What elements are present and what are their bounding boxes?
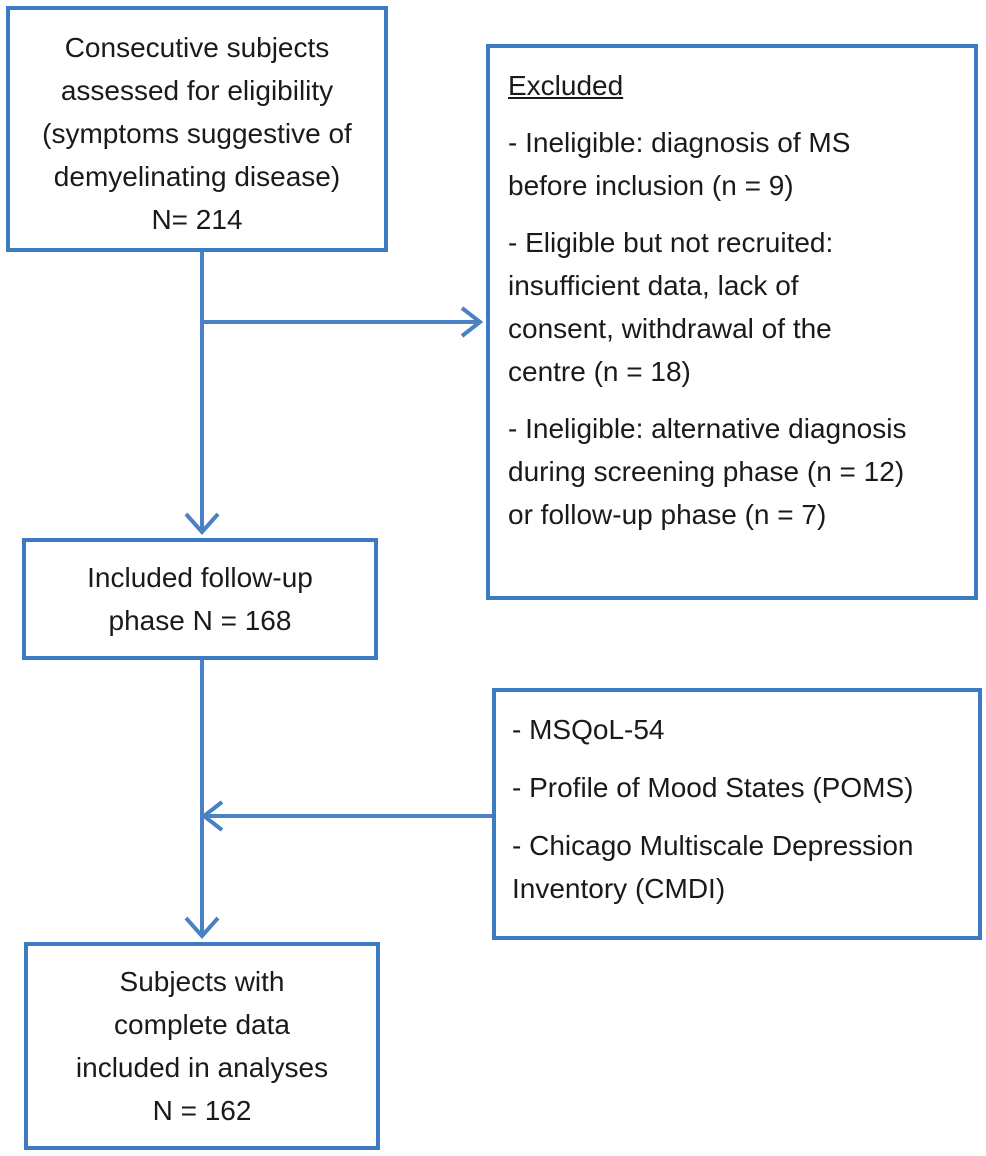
screening-line: demyelinating disease) [53, 161, 341, 192]
complete-line: Subjects with [119, 966, 285, 997]
measure-item-line: Inventory (CMDI) [512, 873, 726, 904]
complete-count: N = 162 [152, 1095, 252, 1126]
included-count: phase N = 168 [108, 605, 292, 636]
excluded-item: - Ineligible: diagnosis of MS before inc… [508, 121, 974, 207]
measure-item: - MSQoL-54 [512, 708, 978, 751]
measure-item-line: - MSQoL-54 [512, 714, 665, 745]
excluded-item-line: centre (n = 18) [508, 356, 691, 387]
complete-line: complete data [114, 1009, 290, 1040]
measures-box: - MSQoL-54 - Profile of Mood States (POM… [492, 688, 982, 940]
excluded-item-line: - Ineligible: diagnosis of MS [508, 127, 851, 158]
arrowhead-excluded [460, 306, 484, 338]
included-line: Included follow-up [87, 562, 313, 593]
complete-data-box: Subjects with complete data included in … [24, 942, 380, 1150]
arrowhead-complete [184, 916, 220, 940]
screening-line: assessed for eligibility [60, 75, 334, 106]
excluded-item-line: during screening phase (n = 12) [508, 456, 905, 487]
excluded-item-line: insufficient data, lack of [508, 270, 799, 301]
excluded-box: Excluded - Ineligible: diagnosis of MS b… [486, 44, 978, 600]
measure-item: - Profile of Mood States (POMS) [512, 766, 978, 809]
excluded-item-line: consent, withdrawal of the [508, 313, 832, 344]
measure-item-line: - Profile of Mood States (POMS) [512, 772, 914, 803]
screening-line: Consecutive subjects [64, 32, 330, 63]
complete-line: included in analyses [75, 1052, 329, 1083]
excluded-heading: Excluded [508, 70, 624, 101]
excluded-item-line: - Ineligible: alternative diagnosis [508, 413, 907, 444]
included-box: Included follow-up phase N = 168 [22, 538, 378, 660]
screening-box: Consecutive subjects assessed for eligib… [6, 6, 388, 252]
excluded-item-line: before inclusion (n = 9) [508, 170, 794, 201]
arrowhead-measures [200, 800, 224, 832]
excluded-item: - Eligible but not recruited: insufficie… [508, 221, 974, 393]
measure-item: - Chicago Multiscale Depression Inventor… [512, 824, 978, 910]
excluded-item: - Ineligible: alternative diagnosis duri… [508, 407, 974, 536]
excluded-item-line: or follow-up phase (n = 7) [508, 499, 827, 530]
screening-count: N= 214 [151, 204, 243, 235]
excluded-item-line: - Eligible but not recruited: [508, 227, 834, 258]
screening-line: (symptoms suggestive of [42, 118, 352, 149]
measure-item-line: - Chicago Multiscale Depression [512, 830, 914, 861]
arrowhead-included [184, 512, 220, 536]
